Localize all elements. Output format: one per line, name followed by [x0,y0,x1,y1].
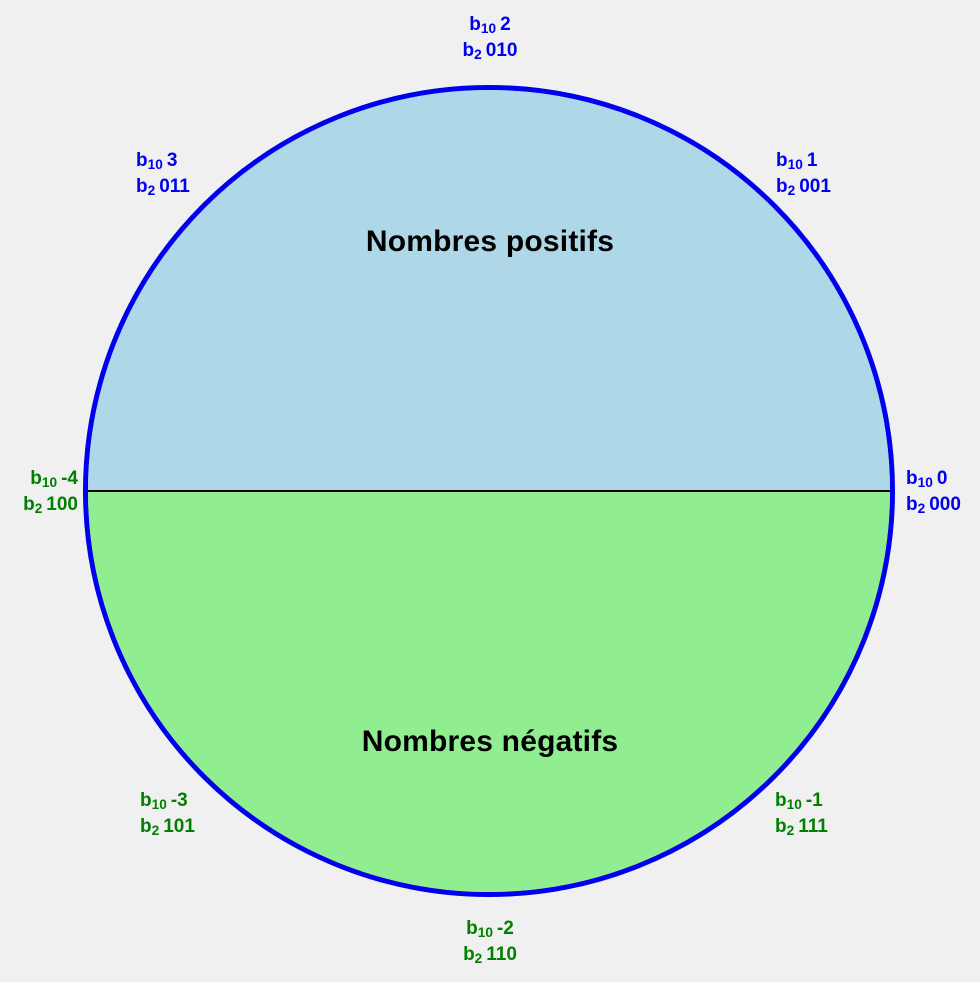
binary-value: 100 [46,494,78,515]
subscript-2: 2 [474,951,483,966]
sign-divider-line [88,490,890,492]
subscript-10: 10 [151,797,167,812]
subscript-10: 10 [786,797,802,812]
prefix-b: b [775,790,787,811]
binary-value: 000 [929,494,961,515]
prefix-b: b [466,918,478,939]
negative-half-fill [88,491,890,892]
subscript-10: 10 [787,157,803,172]
prefix-b: b [140,790,152,811]
subscript-10: 10 [917,475,933,490]
subscript-2: 2 [786,823,795,838]
prefix-b: b [30,468,42,489]
subscript-2: 2 [474,47,482,62]
subscript-2: 2 [787,183,796,198]
prefix-b: b [775,816,787,837]
decimal-value: -2 [496,918,514,939]
prefix-b: b [136,150,148,171]
binary-value: 110 [486,944,517,965]
decimal-value: 1 [806,150,818,171]
positive-half-fill [88,90,890,491]
subscript-10: 10 [147,157,163,172]
prefix-b: b [469,14,481,35]
prefix-b: b [906,468,918,489]
subscript-2: 2 [917,501,926,516]
negative-zone-title: Nombres négatifs [361,725,619,758]
binary-value: 001 [799,176,831,197]
binary-value: 101 [163,816,195,837]
decimal-value: -4 [61,468,78,489]
binary-value: 011 [159,176,190,197]
subscript-2: 2 [34,501,43,516]
prefix-b: b [776,176,788,197]
subscript-2: 2 [147,183,156,198]
decimal-value: 0 [936,468,948,489]
binary-value: 010 [485,40,518,61]
decimal-value: -3 [170,790,188,811]
prefix-b: b [140,816,152,837]
decimal-value: -1 [805,790,823,811]
decimal-value: 2 [500,14,511,35]
decimal-line-lower-right: b10-1 [775,788,828,814]
binary-value: 111 [798,816,828,837]
prefix-b: b [462,40,475,61]
subscript-10: 10 [480,21,497,36]
number-wheel [83,85,895,897]
subscript-10: 10 [477,925,493,940]
prefix-b: b [23,494,35,515]
decimal-line-lower-left: b10-3 [140,788,195,814]
prefix-b: b [463,944,475,965]
decimal-value: 3 [166,150,178,171]
prefix-b: b [136,176,148,197]
decimal-line-left: b10-4 [0,466,78,492]
prefix-b: b [776,150,788,171]
subscript-2: 2 [151,823,160,838]
subscript-10: 10 [41,475,58,490]
positive-zone-title: Nombres positifs [365,225,615,258]
circle-outline [83,85,895,897]
prefix-b: b [906,494,918,515]
decimal-line-bottom: b10-2 [0,916,980,942]
